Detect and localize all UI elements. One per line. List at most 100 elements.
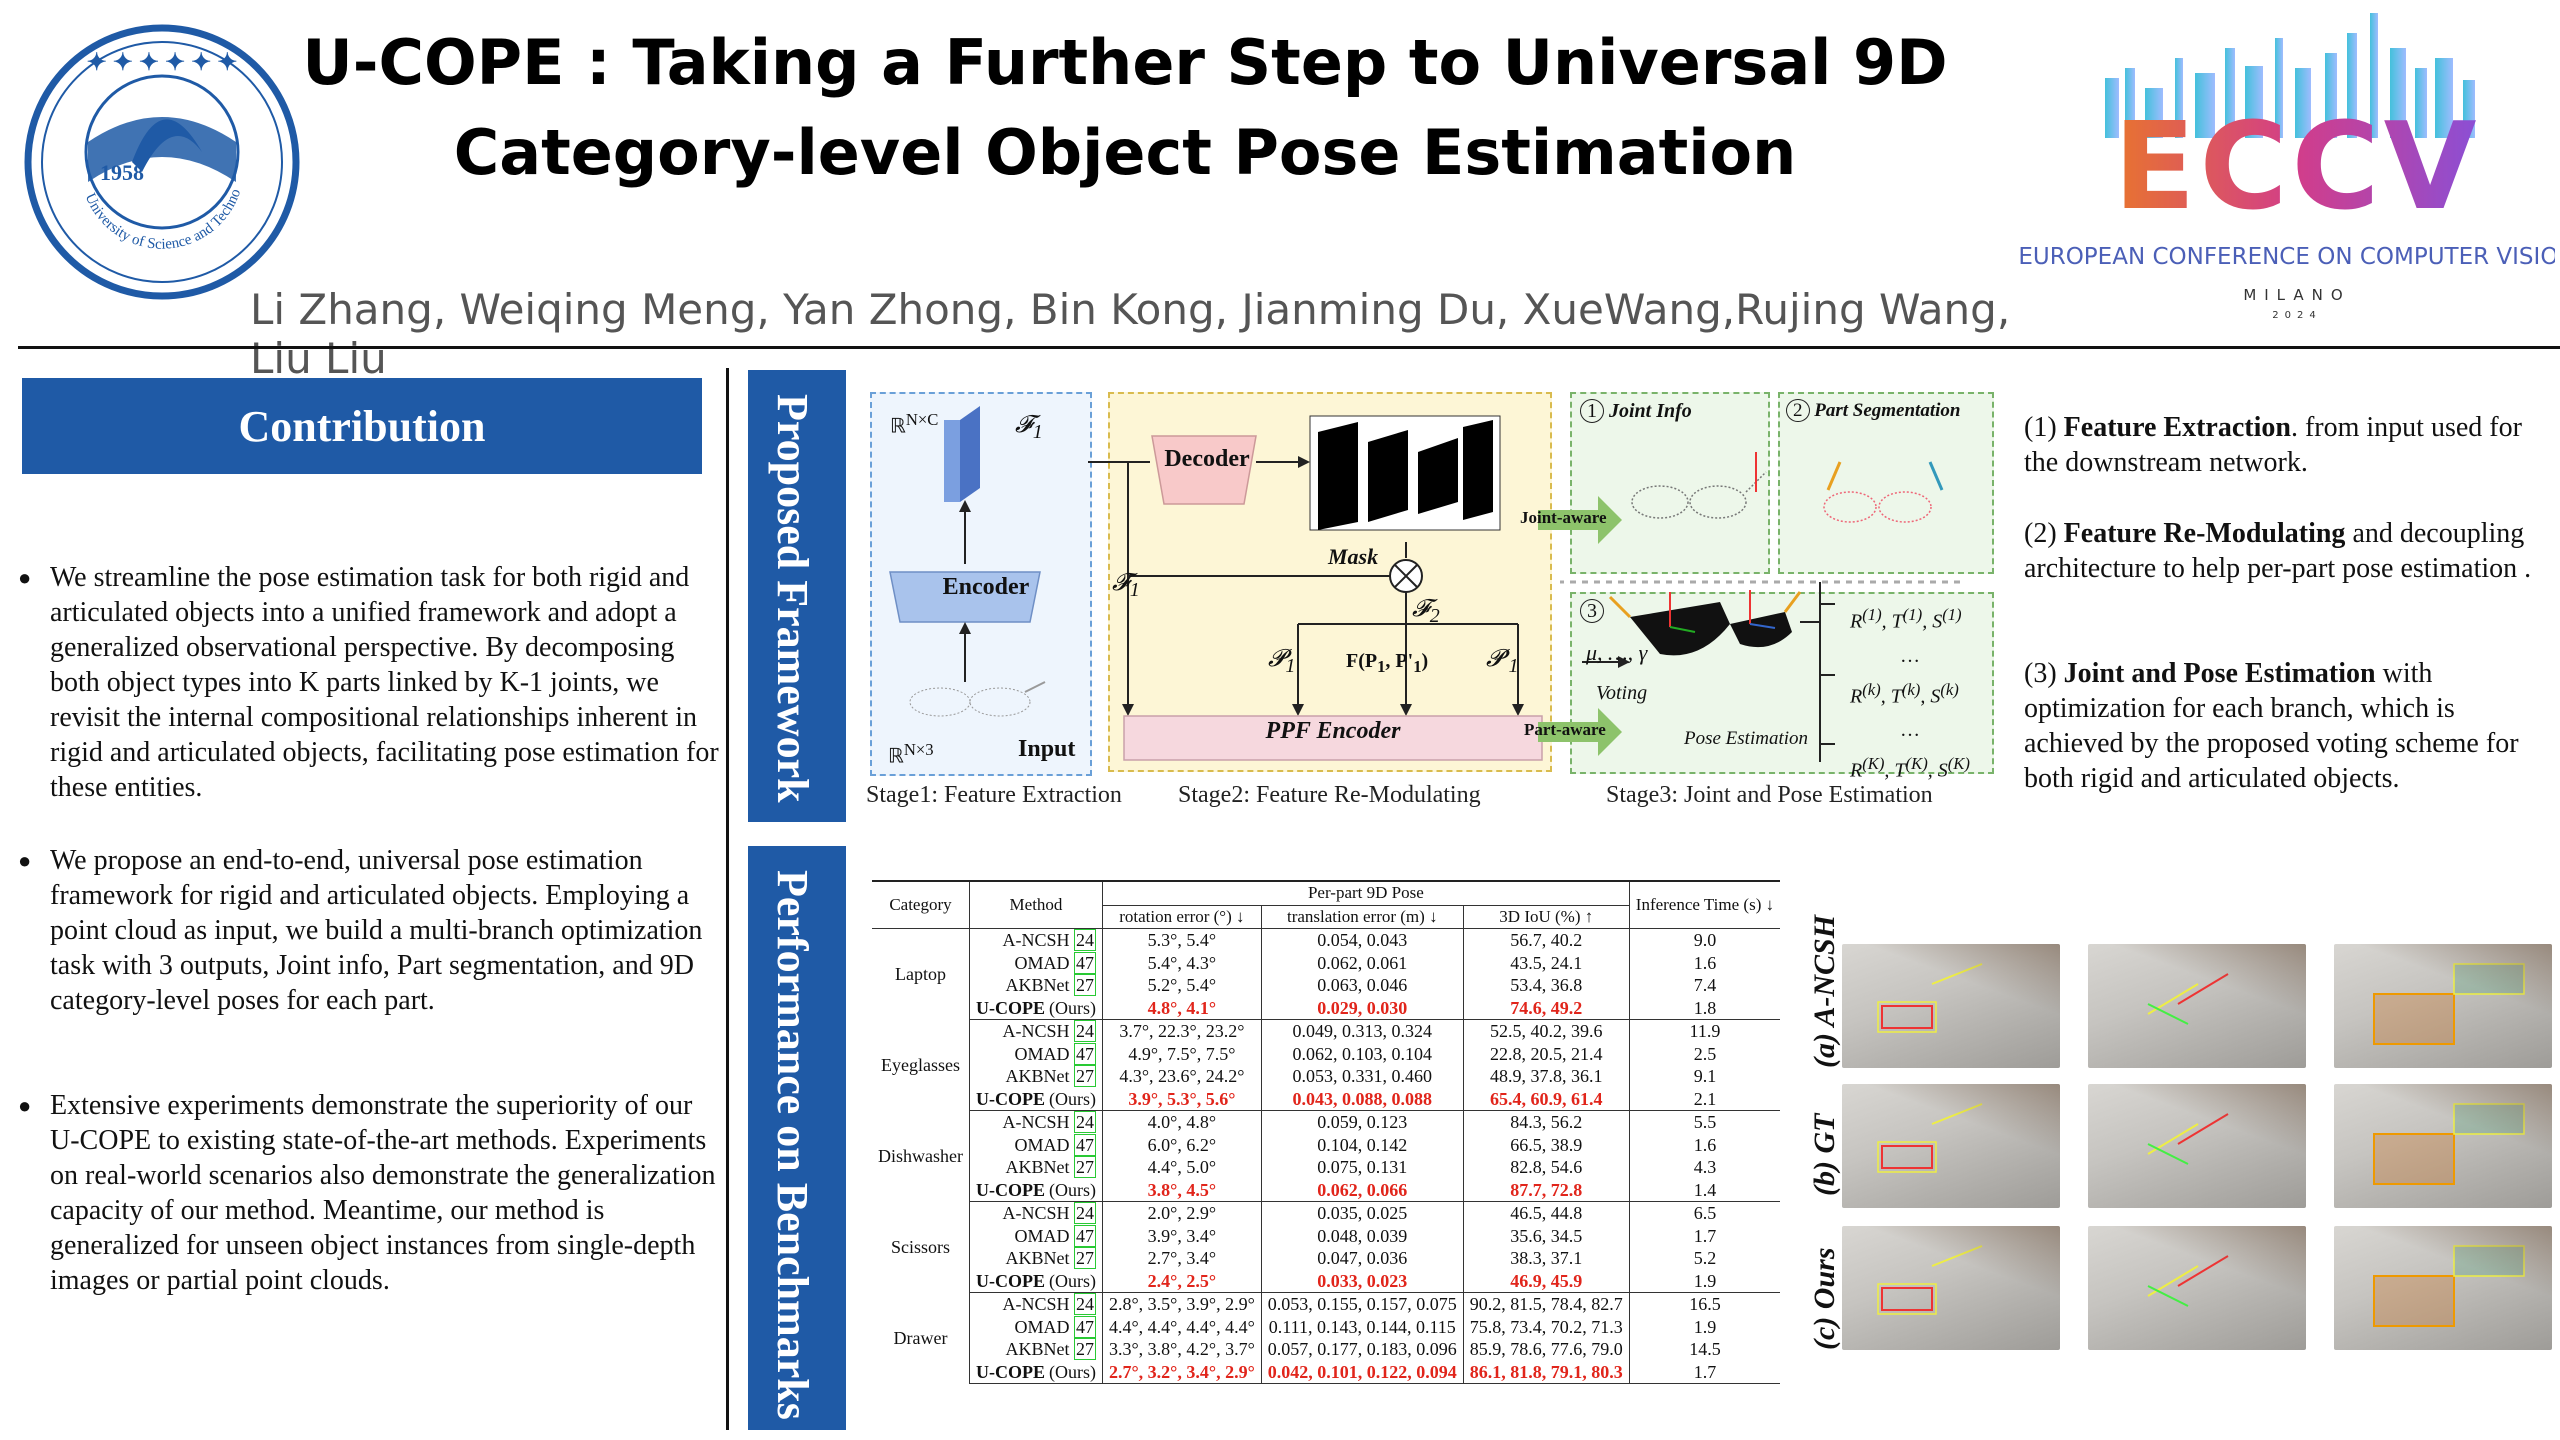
result-photo [2088,1084,2306,1208]
th-category: Category [872,881,970,929]
rn3-label: ℝN×3 [888,740,934,768]
f1-label-mid: 𝓕1 [1112,570,1140,601]
trans-cell: 0.104, 0.142 [1261,1133,1464,1156]
trans-cell: 0.033, 0.023 [1261,1269,1464,1293]
rot-cell: 3.7°, 22.3°, 23.2° [1102,1019,1262,1043]
iou-cell: 22.8, 20.5, 21.4 [1463,1042,1630,1065]
joint-info-label: 1 Joint Info [1580,399,1692,423]
time-cell: 1.6 [1693,952,1717,973]
iou-cell: 86.1, 81.8, 79.1, 80.3 [1463,1360,1630,1384]
method-cell: AKBNet 27 [969,1156,1103,1179]
circle3-label: 3 [1580,599,1604,623]
th-iou: 3D IoU (%) ↑ [1463,905,1630,929]
method-cell: A-NCSH 24 [969,1292,1103,1316]
result-photo [2088,1226,2306,1350]
time-cell: 2.1 [1629,1087,1781,1111]
iou-cell: 53.4, 36.8 [1463,974,1630,997]
iou-cell: 66.5, 38.9 [1463,1133,1630,1156]
rot-cell: 4.3°, 23.6°, 24.2° [1102,1065,1262,1088]
time-cell: 11.9 [1689,1021,1721,1042]
time-cell: 9.0 [1693,930,1717,951]
result-photo [1842,1226,2060,1350]
eccv-logo: ECCV EUROPEAN CONFERENCE ON COMPUTER VIS… [2018,13,2555,321]
stage3-diagram [1538,452,1960,762]
trans-cell: 0.075, 0.131 [1261,1156,1464,1179]
framework-note-2: (2) Feature Re-Modulating and decoupling… [2024,518,2532,584]
voting-label: Voting [1596,682,1648,704]
time-cell: 7.4 [1693,975,1717,996]
time-cell: 1.4 [1629,1178,1781,1202]
eccv-year: 2024 [2272,310,2321,321]
framework-side-text: Proposed Framework [768,394,817,803]
part-seg-label: 2 Part Segmentation [1786,399,1960,422]
mu-gamma-label: μ, …, γ [1586,640,1648,665]
pose-outputs: R(1), T(1), S(1) … R(k), T(k), S(k) … R(… [1850,605,1970,782]
framework-side-label: Proposed Framework [748,370,846,822]
f1-label-top: 𝓕1 [1015,412,1043,443]
time-cell: 2.5 [1693,1043,1717,1064]
iou-cell: 52.5, 40.2, 39.6 [1463,1019,1630,1043]
encoder-label: Encoder [942,574,1030,600]
rot-cell: 2.7°, 3.4° [1102,1247,1262,1270]
fp-label: F(P1, P'1) [1346,650,1429,676]
method-cell: U-COPE(Ours) [969,1269,1103,1293]
rot-cell: 2.8°, 3.5°, 3.9°, 2.9° [1102,1292,1262,1316]
rot-cell: 5.2°, 5.4° [1102,974,1262,997]
row-label-gt: (b) GT [1808,1113,1841,1196]
trans-cell: 0.049, 0.313, 0.324 [1261,1019,1464,1043]
contribution-bullet-1: We streamline the pose estimation task f… [18,560,720,805]
stage3-caption: Stage3: Joint and Pose Estimation [1606,782,1933,808]
joint-info-box [1570,392,1770,574]
header-divider [18,346,2560,349]
rot-cell: 4.4°, 4.4°, 4.4°, 4.4° [1102,1315,1262,1338]
eccv-wordmark: ECCV [2114,98,2481,237]
time-cell: 1.9 [1629,1269,1781,1293]
iou-cell: 87.7, 72.8 [1463,1178,1630,1202]
trans-cell: 0.063, 0.046 [1261,974,1464,997]
iou-cell: 46.5, 44.8 [1463,1201,1630,1225]
category-cell: Dishwasher [872,1110,970,1202]
author-list: Li Zhang, Weiqing Meng, Yan Zhong, Bin K… [250,285,2011,383]
trans-cell: 0.062, 0.061 [1261,951,1464,974]
category-cell: Drawer [872,1292,970,1384]
title-line-1: U-COPE : Taking a Further Step to Univer… [302,26,1948,99]
method-cell: A-NCSH 24 [969,1201,1103,1225]
time-cell: 16.5 [1689,1294,1721,1315]
result-photo [1842,944,2060,1068]
trans-cell: 0.059, 0.123 [1261,1110,1464,1134]
time-cell: 1.7 [1629,1360,1781,1384]
benchmarks-side-text: Performance on Benchmarks [768,870,817,1420]
decoder-label: Decoder [1164,446,1250,472]
rot-cell: 4.0°, 4.8° [1102,1110,1262,1134]
result-photo [2334,1084,2552,1208]
method-cell: OMAD 47 [969,1042,1103,1065]
eccv-subtitle: EUROPEAN CONFERENCE ON COMPUTER VISION [2018,244,2555,270]
row-label-ancsh: (a) A-NCSH [1808,914,1841,1068]
time-cell: 1.6 [1693,1134,1717,1155]
th-time: Inference Time (s) ↓ [1635,895,1775,914]
part-aware-label: Part-aware [1524,720,1606,739]
result-photo [1842,1084,2060,1208]
contribution-heading: Contribution [22,378,702,474]
method-cell: A-NCSH 24 [969,928,1103,952]
result-photo [2334,944,2552,1068]
time-cell: 9.1 [1693,1066,1717,1087]
method-cell: AKBNet 27 [969,974,1103,997]
result-photo [2334,1226,2552,1350]
rot-cell: 3.9°, 3.4° [1102,1224,1262,1247]
method-cell: AKBNet 27 [969,1247,1103,1270]
rot-cell: 6.0°, 6.2° [1102,1133,1262,1156]
iou-cell: 75.8, 73.4, 70.2, 71.3 [1463,1315,1630,1338]
method-cell: A-NCSH 24 [969,1110,1103,1134]
p1-prime-label: 𝓟'1 [1486,646,1519,677]
category-cell: Eyeglasses [872,1019,970,1111]
iou-cell: 74.6, 49.2 [1463,996,1630,1020]
method-cell: A-NCSH 24 [969,1019,1103,1043]
